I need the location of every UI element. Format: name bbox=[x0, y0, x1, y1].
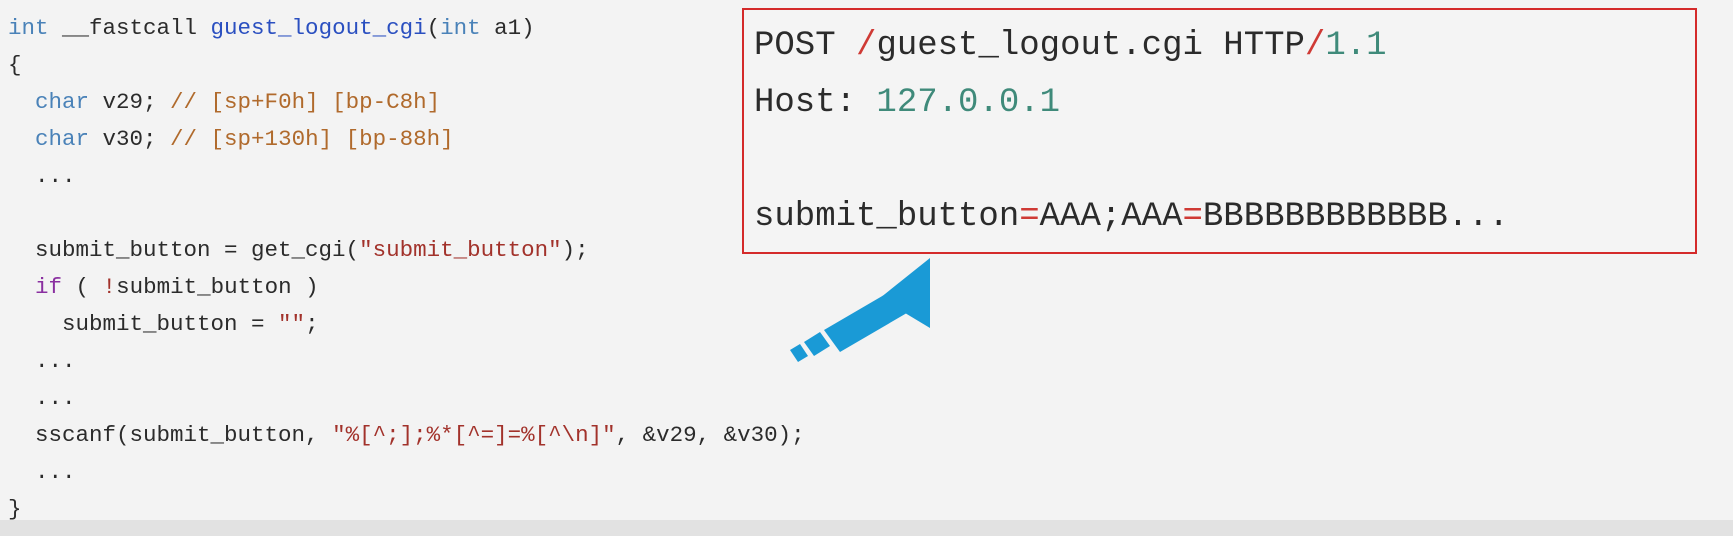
code-token: ; bbox=[305, 311, 319, 337]
code-line: sscanf(submit_button, "%[^;];%*[^=]=%[^\… bbox=[8, 417, 805, 454]
arrow-shaft bbox=[824, 288, 912, 352]
code-token bbox=[8, 274, 35, 300]
request-token: 127.0.0.1 bbox=[876, 84, 1061, 122]
code-token: submit_button ) bbox=[116, 274, 319, 300]
code-string: "" bbox=[278, 311, 306, 337]
code-token: , &v29, &v30); bbox=[615, 422, 805, 448]
code-token: char bbox=[35, 126, 90, 152]
code-token: char bbox=[35, 89, 90, 115]
bottom-bar bbox=[0, 520, 1733, 536]
code-token: ... bbox=[8, 163, 76, 189]
code-token: sscanf(submit_button, bbox=[8, 422, 333, 448]
code-line: ... bbox=[8, 158, 805, 195]
code-line: submit_button = get_cgi("submit_button")… bbox=[8, 232, 805, 269]
code-token: guest_logout_cgi bbox=[210, 15, 427, 41]
code-line: int __fastcall guest_logout_cgi(int a1) bbox=[8, 10, 805, 47]
request-line: submit_button=AAA;AAA=BBBBBBBBBBBB... bbox=[754, 189, 1509, 246]
code-token: ); bbox=[561, 237, 589, 263]
request-token: AAA;AAA bbox=[1039, 198, 1183, 236]
code-listing: int __fastcall guest_logout_cgi(int a1){… bbox=[8, 10, 805, 528]
request-line: POST /guest_logout.cgi HTTP/1.1 bbox=[754, 18, 1509, 75]
code-line: submit_button = ""; bbox=[8, 306, 805, 343]
code-string: "%[^;];%*[^=]=%[^\n]" bbox=[332, 422, 616, 448]
request-token: / bbox=[1304, 27, 1326, 65]
code-line: char v29; // [sp+F0h] [bp-C8h] bbox=[8, 84, 805, 121]
code-line: if ( !submit_button ) bbox=[8, 269, 805, 306]
code-line: ... bbox=[8, 343, 805, 380]
request-token: Host: bbox=[754, 84, 877, 122]
request-token: = bbox=[1019, 198, 1040, 236]
arrow-head bbox=[880, 258, 930, 328]
code-line bbox=[8, 195, 805, 232]
code-operator: ! bbox=[102, 274, 117, 300]
code-token bbox=[8, 89, 35, 115]
code-line: { bbox=[8, 47, 805, 84]
request-token: 1.1 bbox=[1325, 27, 1387, 65]
arrow-icon bbox=[790, 258, 930, 362]
request-line: Host: 127.0.0.1 bbox=[754, 75, 1509, 132]
arrow-dash bbox=[790, 344, 808, 362]
code-keyword: if bbox=[35, 274, 63, 300]
code-line: ... bbox=[8, 380, 805, 417]
code-token: ... bbox=[8, 459, 76, 485]
code-token: ( bbox=[426, 15, 441, 41]
code-line: ... bbox=[8, 454, 805, 491]
request-line bbox=[754, 132, 1509, 189]
code-comment: // [sp+130h] [bp-88h] bbox=[170, 126, 454, 152]
request-token: BBBBBBBBBBBB... bbox=[1202, 198, 1509, 236]
code-token: ( bbox=[62, 274, 103, 300]
request-token: = bbox=[1182, 198, 1203, 236]
code-token: int bbox=[8, 15, 49, 41]
code-comment: // [sp+F0h] [bp-C8h] bbox=[170, 89, 441, 115]
request-token: guest_logout.cgi HTTP bbox=[876, 27, 1305, 65]
code-token: int bbox=[440, 15, 481, 41]
code-token: __fastcall bbox=[48, 15, 211, 41]
code-token: ... bbox=[8, 348, 76, 374]
arrow-dash bbox=[804, 332, 830, 356]
code-token: a1) bbox=[480, 15, 535, 41]
code-line: char v30; // [sp+130h] [bp-88h] bbox=[8, 121, 805, 158]
request-token: / bbox=[856, 27, 877, 65]
code-token: v30; bbox=[89, 126, 171, 152]
code-token: { bbox=[8, 52, 22, 78]
code-token: } bbox=[8, 496, 22, 522]
code-token bbox=[8, 126, 35, 152]
code-token: submit_button = get_cgi( bbox=[8, 237, 360, 263]
request-token: POST bbox=[754, 27, 857, 65]
code-token: ... bbox=[8, 385, 76, 411]
code-token: submit_button = bbox=[8, 311, 279, 337]
code-string: "submit_button" bbox=[359, 237, 562, 263]
code-token: v29; bbox=[89, 89, 171, 115]
code-line: } bbox=[8, 491, 805, 528]
request-token: submit_button bbox=[754, 198, 1020, 236]
